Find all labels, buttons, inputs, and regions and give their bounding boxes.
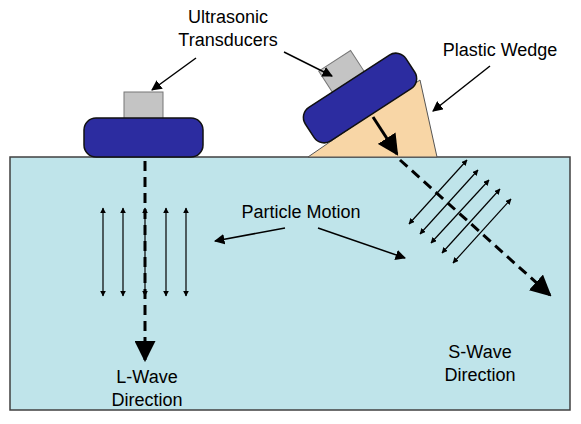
transducer-body [84,118,203,157]
leader-line [152,58,196,90]
particle-arrow [122,208,123,296]
transducer-body [299,49,421,148]
leader-line [284,52,332,76]
test-material [10,157,570,410]
angled-transducer [285,28,421,148]
callout-label: Ultrasonic Transducers [153,6,303,52]
particle-arrow [453,199,511,263]
direction-label: L-Wave Direction [95,366,199,412]
leader-line [433,66,490,111]
s-particle-arrows [409,160,511,263]
direction-label: S-Wave Direction [428,341,532,387]
particle-arrow [144,208,145,296]
leader-lines [152,52,490,258]
callout-label: Particle Motion [226,201,376,224]
leader-line [318,228,405,258]
callout-label: Plastic Wedge [430,39,570,62]
particle-arrow [102,208,103,296]
l-particle-arrows [103,208,186,296]
s-wave-arrow [400,160,550,295]
particle-arrow [165,208,166,296]
particle-arrow [185,208,186,296]
l-wave-arrow [144,161,147,360]
transducer-cap [124,92,163,119]
beam-arrow [373,117,397,154]
leader-line [215,228,285,241]
